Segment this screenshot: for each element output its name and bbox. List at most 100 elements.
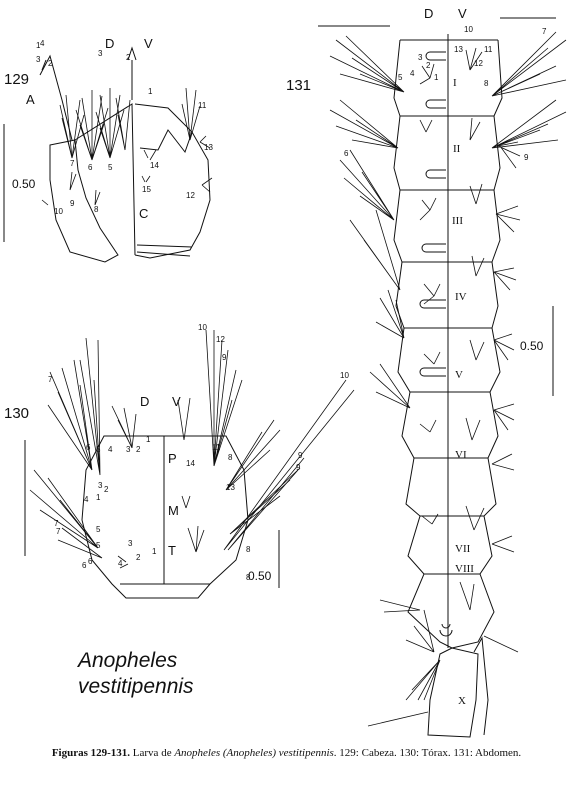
svg-text:4: 4 bbox=[118, 559, 123, 568]
svg-text:10: 10 bbox=[54, 207, 63, 216]
svg-text:3: 3 bbox=[128, 539, 133, 548]
segment-x-label: X bbox=[458, 695, 466, 707]
thorax-dorsal-label: D bbox=[140, 394, 149, 409]
thorax-scale-bar bbox=[24, 440, 280, 588]
antenna-label: A bbox=[26, 92, 35, 107]
head-c-label: C bbox=[139, 206, 148, 221]
svg-text:4: 4 bbox=[410, 69, 415, 78]
thorax-drawing bbox=[81, 435, 249, 599]
abdomen-segment-numerals: I II III IV V VI VII VIII bbox=[452, 77, 474, 575]
svg-text:7: 7 bbox=[542, 27, 547, 36]
svg-text:IV: IV bbox=[455, 291, 467, 303]
svg-text:8: 8 bbox=[228, 453, 233, 462]
svg-text:6: 6 bbox=[82, 561, 87, 570]
abdomen-setae bbox=[329, 31, 567, 727]
svg-text:4: 4 bbox=[40, 39, 45, 48]
head-setae bbox=[41, 87, 213, 206]
svg-text:13: 13 bbox=[454, 45, 463, 54]
svg-text:2: 2 bbox=[136, 445, 141, 454]
svg-text:10: 10 bbox=[464, 25, 473, 34]
svg-text:6: 6 bbox=[344, 149, 349, 158]
svg-text:II: II bbox=[453, 143, 461, 155]
thorax-scale-label: 0.50 bbox=[248, 569, 272, 583]
abdomen-drawing bbox=[318, 17, 556, 738]
svg-text:14: 14 bbox=[150, 161, 159, 170]
svg-text:9: 9 bbox=[296, 463, 301, 472]
svg-text:15: 15 bbox=[142, 185, 151, 194]
svg-text:1: 1 bbox=[434, 73, 439, 82]
abdomen-dorsal-label: D bbox=[424, 6, 433, 21]
svg-text:7: 7 bbox=[56, 527, 61, 536]
abdomen-scale-label: 0.50 bbox=[520, 339, 544, 353]
svg-text:9: 9 bbox=[222, 353, 227, 362]
svg-text:12: 12 bbox=[474, 59, 483, 68]
thorax-setae bbox=[29, 329, 355, 569]
head-scale-label: 0.50 bbox=[12, 177, 36, 191]
svg-text:13: 13 bbox=[226, 483, 235, 492]
svg-text:5: 5 bbox=[96, 541, 101, 550]
species-name: Anopheles vestitipennis bbox=[78, 648, 194, 700]
svg-text:3: 3 bbox=[126, 445, 131, 454]
svg-text:7: 7 bbox=[70, 159, 75, 168]
thorax-ventral-label: V bbox=[172, 394, 181, 409]
caption-text-2: . 129: Cabeza. 130: Tórax. 131: Abdomen. bbox=[333, 747, 522, 759]
svg-text:VIII: VIII bbox=[455, 563, 474, 575]
svg-text:1: 1 bbox=[146, 435, 151, 444]
svg-text:VI: VI bbox=[455, 449, 467, 461]
figure-number-129: 129 bbox=[4, 71, 29, 88]
svg-text:2: 2 bbox=[126, 53, 131, 62]
svg-text:13: 13 bbox=[204, 143, 213, 152]
svg-text:9: 9 bbox=[524, 153, 529, 162]
thorax-seta-numbers: 1 2 3 4 5 6 7 8 9 10 11 12 13 14 1 2 3 4… bbox=[48, 323, 349, 582]
svg-text:3: 3 bbox=[98, 481, 103, 490]
svg-text:7: 7 bbox=[54, 519, 59, 528]
svg-text:2: 2 bbox=[48, 59, 53, 68]
svg-text:6: 6 bbox=[88, 557, 93, 566]
head-dorsal-label: D bbox=[105, 36, 114, 51]
svg-text:8: 8 bbox=[246, 573, 251, 582]
svg-text:7: 7 bbox=[48, 375, 53, 384]
svg-text:3: 3 bbox=[36, 55, 41, 64]
svg-text:11: 11 bbox=[484, 45, 493, 54]
svg-text:6: 6 bbox=[88, 163, 93, 172]
abdomen-ventral-label: V bbox=[458, 6, 467, 21]
caption-species: Anopheles (Anopheles) vestitipennis bbox=[174, 747, 334, 759]
head-seta-numbers: 1 2 3 4 3 2 1 5 6 7 8 9 10 11 12 13 14 1… bbox=[36, 39, 213, 216]
figure-number-130: 130 bbox=[4, 405, 29, 422]
abdomen-seta-numbers: 1 2 3 4 5 6 7 8 9 10 11 12 13 bbox=[344, 25, 547, 162]
svg-text:10: 10 bbox=[198, 323, 207, 332]
svg-text:3: 3 bbox=[418, 53, 423, 62]
svg-text:2: 2 bbox=[104, 485, 109, 494]
figure-caption: Figuras 129-131. Larva de Anopheles (Ano… bbox=[8, 746, 565, 760]
svg-text:I: I bbox=[453, 77, 457, 89]
svg-text:12: 12 bbox=[216, 335, 225, 344]
caption-text-1: Larva de bbox=[130, 747, 175, 759]
svg-text:2: 2 bbox=[426, 61, 431, 70]
svg-text:6: 6 bbox=[86, 443, 91, 452]
svg-text:11: 11 bbox=[198, 101, 207, 110]
svg-text:9: 9 bbox=[298, 451, 303, 460]
svg-text:V: V bbox=[455, 369, 463, 381]
svg-text:14: 14 bbox=[186, 459, 195, 468]
species-genus: Anopheles bbox=[78, 649, 178, 672]
svg-text:VII: VII bbox=[455, 543, 471, 555]
head-drawing bbox=[39, 46, 211, 263]
svg-text:12: 12 bbox=[186, 191, 195, 200]
prothorax-label: P bbox=[168, 451, 177, 466]
species-epithet: vestitipennis bbox=[78, 675, 194, 698]
svg-text:III: III bbox=[452, 215, 463, 227]
svg-text:5: 5 bbox=[398, 73, 403, 82]
head-ventral-label: V bbox=[144, 36, 153, 51]
svg-text:9: 9 bbox=[70, 199, 75, 208]
metathorax-label: T bbox=[168, 543, 176, 558]
figure-number-131: 131 bbox=[286, 77, 311, 94]
svg-text:4: 4 bbox=[84, 495, 89, 504]
svg-text:10: 10 bbox=[340, 371, 349, 380]
mesothorax-label: M bbox=[168, 503, 179, 518]
svg-text:8: 8 bbox=[94, 205, 99, 214]
svg-text:1: 1 bbox=[36, 41, 41, 50]
svg-text:11: 11 bbox=[212, 443, 221, 452]
svg-text:8: 8 bbox=[484, 79, 489, 88]
svg-text:8: 8 bbox=[246, 545, 251, 554]
svg-text:1: 1 bbox=[148, 87, 153, 96]
